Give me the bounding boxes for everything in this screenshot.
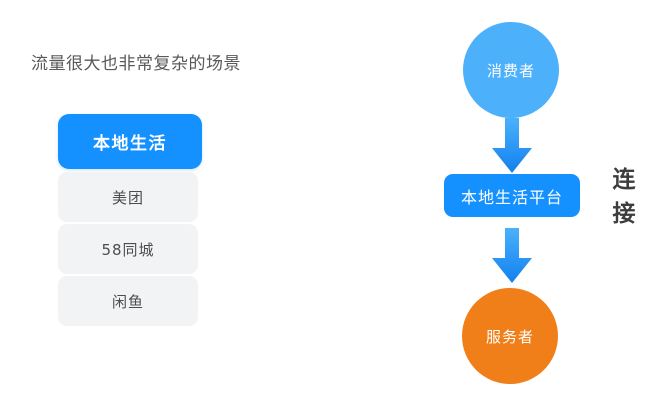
category-item-meituan[interactable]: 美团	[58, 172, 198, 222]
category-item-label: 本地生活	[93, 134, 167, 154]
category-item-local-life[interactable]: 本地生活	[58, 114, 202, 169]
category-list: 本地生活 美团 58同城 闲鱼	[58, 114, 203, 328]
category-item-label: 58同城	[101, 240, 155, 259]
connect-label-line-2: 接	[612, 201, 636, 227]
connect-label-line-1: 连	[612, 167, 636, 193]
arrow-down-icon	[492, 118, 532, 173]
category-item-label: 闲鱼	[111, 292, 144, 311]
category-item-58tongcheng[interactable]: 58同城	[58, 224, 198, 274]
flow-node-platform[interactable]: 本地生活平台	[444, 174, 580, 217]
connect-label: 连 接	[609, 163, 639, 231]
flow-diagram: 消费者 本地生活平台 服务者 连 接	[300, 0, 660, 400]
flow-node-label: 消费者	[486, 61, 535, 80]
arrow-down-icon	[492, 228, 532, 283]
scene-panel: 流量很大也非常复杂的场景 本地生活 美团 58同城 闲鱼	[0, 0, 300, 400]
category-item-label: 美团	[111, 188, 144, 207]
flow-node-label: 本地生活平台	[460, 187, 563, 207]
page-title: 流量很大也非常复杂的场景	[31, 54, 241, 74]
flow-node-consumer[interactable]: 消费者	[463, 22, 559, 118]
flow-node-label: 服务者	[485, 327, 534, 346]
category-item-xianyu[interactable]: 闲鱼	[58, 276, 198, 326]
flow-node-provider[interactable]: 服务者	[462, 288, 558, 384]
